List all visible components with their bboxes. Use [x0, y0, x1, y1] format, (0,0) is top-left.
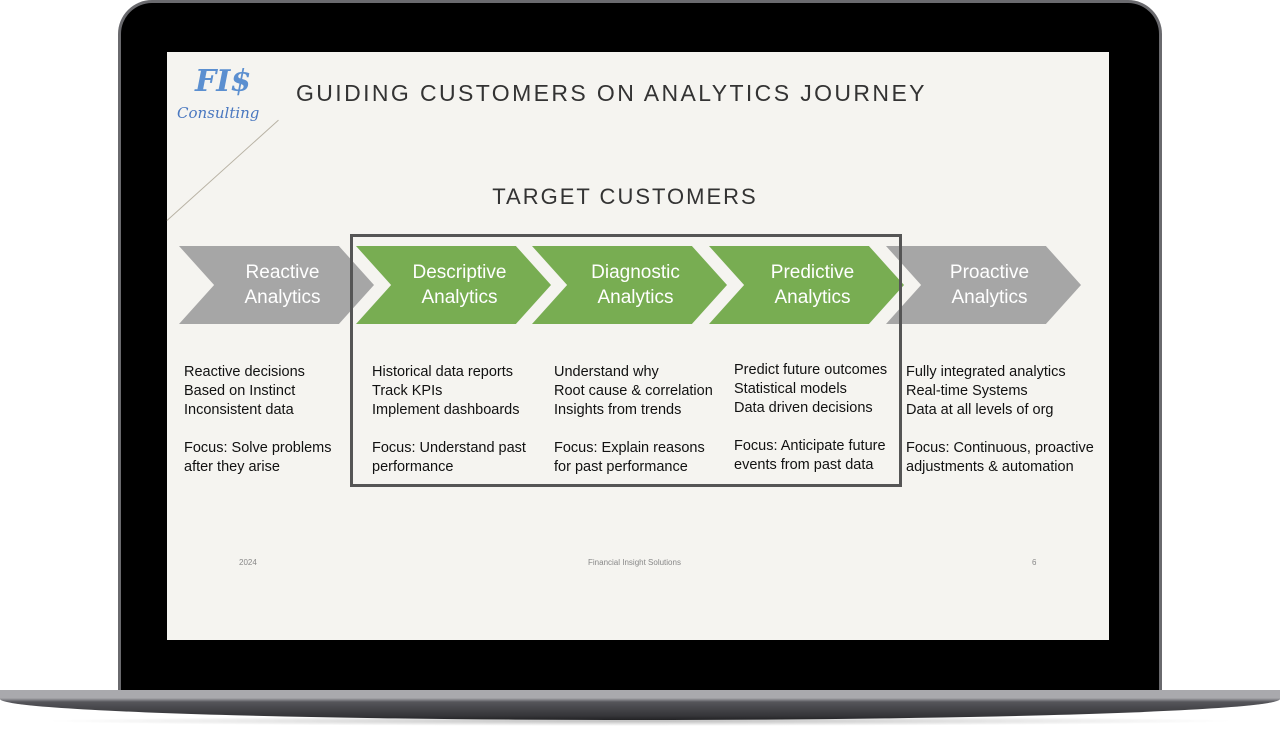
stage-label: Analytics [421, 287, 498, 308]
detail-item: Root cause & correlation [554, 383, 713, 399]
focus-text: for past performance [554, 459, 688, 475]
logo-subtitle: Consulting [177, 104, 260, 122]
focus-text: adjustments & automation [906, 459, 1074, 475]
detail-item: Statistical models [734, 381, 847, 397]
focus-text: events from past data [734, 457, 874, 473]
slide: FI$ Consulting GUIDING CUSTOMERS ON ANAL… [166, 52, 1109, 640]
focus-text: Focus: Explain reasons [554, 440, 705, 456]
detail-item: Track KPIs [372, 383, 443, 399]
stage-label: Reactive [245, 262, 320, 283]
focus-text: Focus: Understand past [372, 440, 526, 456]
focus-text: performance [372, 459, 454, 475]
stage-label: Proactive [949, 262, 1030, 283]
focus-text: Focus: Continuous, proactive [906, 440, 1094, 456]
footer-year: 2024 [239, 558, 257, 567]
footer-page-number: 6 [1032, 558, 1037, 567]
laptop-shadow [40, 716, 1240, 726]
stage-label: Diagnostic [591, 262, 680, 283]
focus-text: Focus: Anticipate future [734, 438, 886, 454]
stage-label: Analytics [597, 287, 674, 308]
detail-item: Reactive decisions [184, 364, 305, 380]
detail-item: Inconsistent data [184, 402, 294, 418]
stage-label: Analytics [774, 287, 851, 308]
section-title: TARGET CUSTOMERS [492, 184, 758, 209]
detail-item: Real-time Systems [906, 383, 1028, 399]
focus-text: Focus: Solve problems [184, 440, 332, 456]
logo: FI$ [195, 64, 252, 99]
detail-item: Fully integrated analytics [906, 364, 1066, 380]
stage-label: Analytics [244, 287, 321, 308]
detail-item: Predict future outcomes [734, 362, 888, 378]
stage-label: Analytics [951, 287, 1028, 308]
footer-company: Financial Insight Solutions [588, 558, 681, 567]
focus-text: after they arise [184, 459, 280, 475]
detail-item: Understand why [554, 364, 659, 380]
detail-item: Insights from trends [554, 402, 682, 418]
target-customers-box [350, 234, 902, 487]
detail-item: Data driven decisions [734, 400, 873, 416]
detail-item: Historical data reports [372, 364, 514, 380]
stage-label: Descriptive [412, 262, 507, 283]
slide-title: GUIDING CUSTOMERS ON ANALYTICS JOURNEY [296, 80, 927, 106]
detail-item: Data at all levels of org [906, 402, 1054, 418]
stage-label: Predictive [770, 262, 855, 283]
detail-item: Based on Instinct [184, 383, 296, 399]
detail-item: Implement dashboards [372, 402, 520, 418]
